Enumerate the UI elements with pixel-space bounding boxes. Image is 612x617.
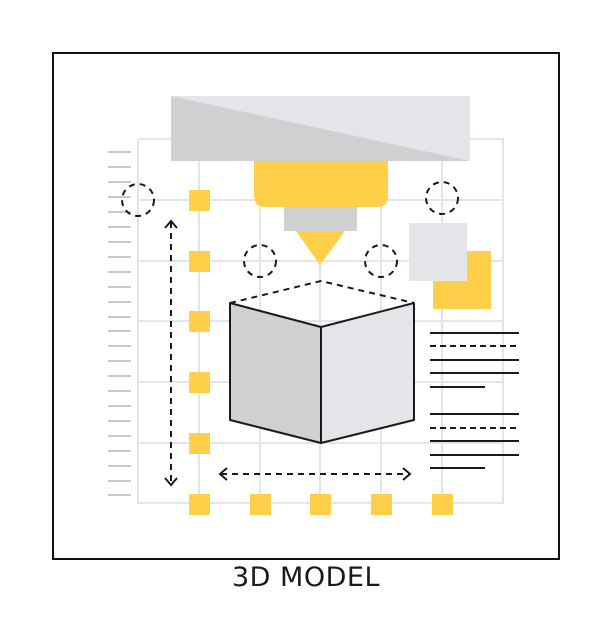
cube [229, 280, 415, 444]
printer-head [171, 96, 470, 161]
vertical-dimension-arrow [164, 219, 178, 487]
nozzle-tip [296, 231, 345, 265]
grid-markers-left [189, 190, 210, 454]
dashed-guide-circles [121, 181, 459, 278]
caption-title: 3D MODEL [232, 562, 380, 593]
grid-markers-bottom [189, 494, 453, 515]
extruder-block [254, 161, 388, 207]
layer-squares [409, 223, 491, 309]
ruler-ticks [108, 151, 131, 496]
nozzle-collar [284, 207, 357, 231]
spec-text-lines [430, 332, 519, 469]
horizontal-dimension-arrow [218, 467, 412, 481]
